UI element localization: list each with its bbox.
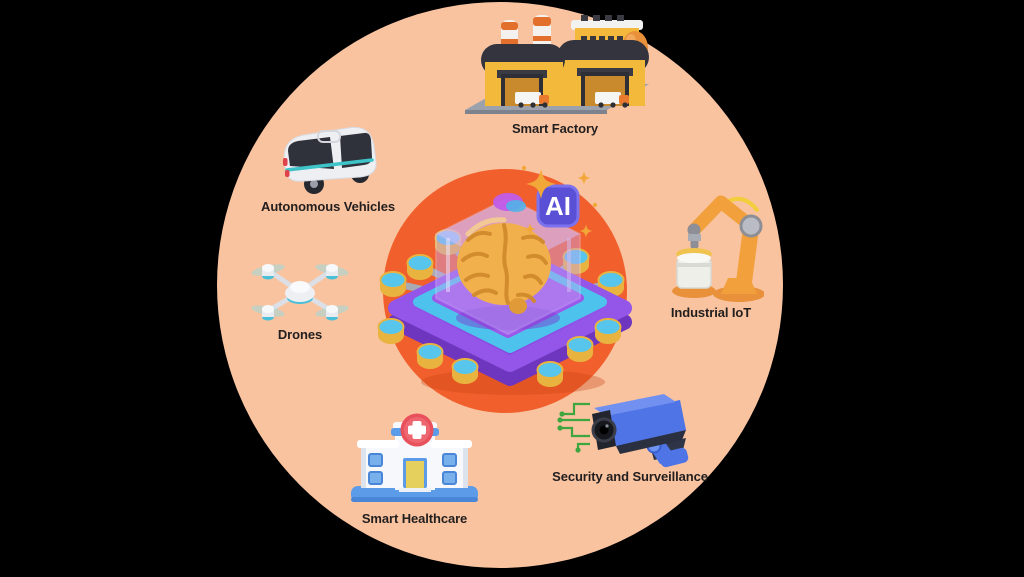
rotors	[251, 264, 349, 321]
autonomous-vehicles-label: Autonomous Vehicles	[261, 199, 395, 214]
truck-left	[515, 92, 549, 108]
node-drones: Drones	[236, 256, 364, 342]
autonomous-shuttle-icon	[266, 110, 390, 198]
glass-swirl	[493, 193, 526, 212]
drone-icon	[248, 256, 352, 326]
sparkle-icons	[521, 165, 598, 238]
node-autonomous-vehicles: Autonomous Vehicles	[254, 110, 402, 214]
industrial-iot-label: Industrial IoT	[670, 305, 752, 320]
node-industrial-iot: Industrial IoT	[646, 190, 776, 320]
drones-label: Drones	[277, 327, 323, 342]
brain-shadow	[456, 306, 560, 330]
node-security-surveillance: Security and Surveillance	[540, 388, 720, 484]
node-smart-healthcare: Smart Healthcare	[342, 408, 487, 526]
circuit-traces	[560, 402, 590, 450]
smart-healthcare-label: Smart Healthcare	[361, 511, 468, 526]
hospital-icon	[347, 408, 482, 510]
truck-right	[595, 92, 629, 108]
security-surveillance-label: Security and Surveillance	[552, 469, 708, 484]
smart-factory-label: Smart Factory	[511, 121, 599, 136]
node-smart-factory: Smart Factory	[455, 8, 655, 136]
ai-brain-chip-icon: AI	[377, 165, 632, 395]
brain	[457, 217, 551, 314]
factory-icon	[457, 8, 653, 120]
ai-badge-label: AI	[545, 191, 571, 221]
robotic-arm-icon	[659, 190, 765, 304]
ai-badge: AI	[536, 184, 580, 228]
chip-pins-front	[377, 318, 622, 387]
cctv-camera-icon	[550, 388, 710, 468]
